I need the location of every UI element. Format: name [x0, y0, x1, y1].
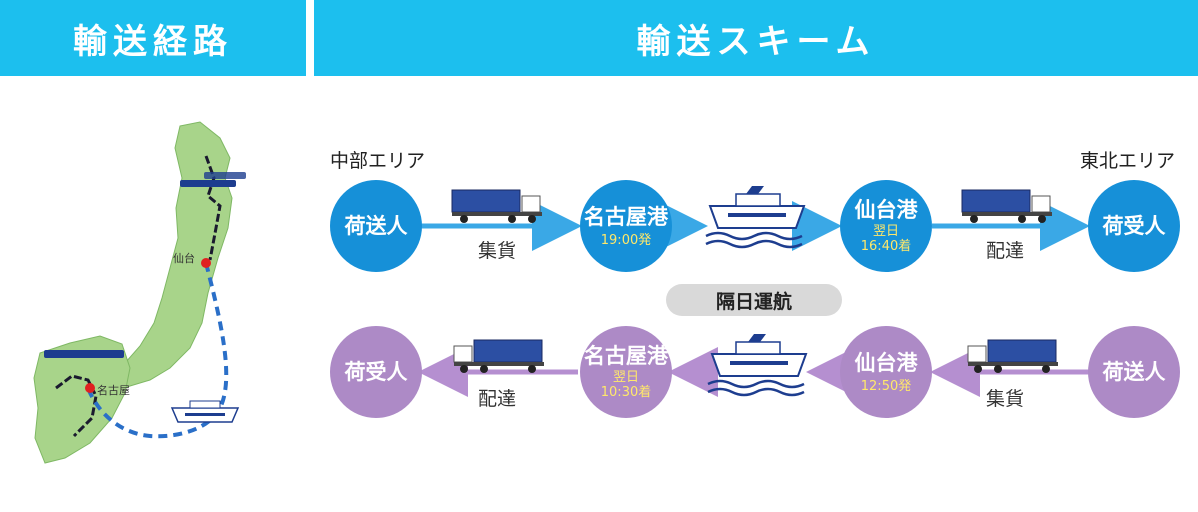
truck-icon — [451, 189, 542, 223]
bottom-collect-label: 集貨 — [986, 388, 1025, 410]
alternate-day-service-badge: 隔日運航 — [666, 284, 842, 316]
top-nagoya-port-node: 名古屋港 19:00発 — [580, 180, 672, 272]
bottom-receiver-node: 荷受人 — [330, 326, 422, 418]
ferry-icon — [705, 186, 806, 249]
scheme-title: 輸送スキーム — [636, 21, 876, 62]
bottom-shipper-node: 荷送人 — [1088, 326, 1180, 418]
bottom-deliver-label: 配達 — [478, 388, 517, 410]
top-collect-label: 集貨 — [478, 240, 517, 262]
tohoku-train-route — [204, 155, 222, 261]
top-receiver-label: 荷受人 — [1102, 214, 1166, 238]
route-title: 輸送経路 — [73, 21, 233, 62]
bottom-sendai-port-label: 仙台港 — [854, 350, 918, 375]
top-sendai-day: 翌日 — [872, 224, 899, 239]
bottom-shipper-label: 荷送人 — [1102, 360, 1166, 384]
top-sendai-time: 16:40着 — [860, 239, 912, 254]
bottom-receiver-label: 荷受人 — [344, 360, 408, 384]
top-sendai-port-node: 仙台港 翌日 16:40着 — [840, 180, 932, 272]
chubu-area-label: 中部エリア — [330, 150, 426, 172]
sendai-map-label: 仙台 — [173, 251, 195, 265]
bottom-sendai-port-node: 仙台港 12:50発 — [840, 326, 932, 418]
japan-route-map: 仙台 名古屋 — [33, 121, 246, 464]
nagoya-map-label: 名古屋 — [97, 383, 130, 397]
bottom-sendai-time: 12:50発 — [860, 378, 912, 394]
top-shipper-node: 荷送人 — [330, 180, 422, 272]
nagoya-port-marker — [85, 383, 95, 393]
top-deliver-label: 配達 — [986, 240, 1025, 262]
tohoku-area-label: 東北エリア — [1080, 150, 1176, 172]
train-icon — [180, 172, 246, 187]
top-receiver-node: 荷受人 — [1088, 180, 1180, 272]
top-sendai-port-label: 仙台港 — [854, 198, 918, 222]
route-header: 輸送経路 — [0, 0, 306, 76]
truck-icon — [967, 339, 1058, 373]
top-nagoya-time: 19:00発 — [600, 232, 652, 248]
top-shipper-label: 荷送人 — [344, 214, 408, 238]
ferry-sea-route — [86, 262, 229, 439]
scheme-header: 輸送スキーム — [314, 0, 1198, 76]
top-nagoya-port-label: 名古屋港 — [584, 204, 668, 229]
bottom-nagoya-day: 翌日 — [612, 370, 639, 385]
ferry-icon — [170, 400, 240, 423]
bottom-nagoya-time: 10:30着 — [600, 385, 652, 400]
bottom-nagoya-port-node: 名古屋港 翌日 10:30着 — [580, 326, 672, 418]
ferry-icon — [707, 334, 808, 397]
train-icon — [44, 350, 124, 358]
sendai-port-marker — [201, 258, 211, 268]
truck-icon — [961, 189, 1052, 223]
bottom-nagoya-port-label: 名古屋港 — [584, 344, 668, 368]
truck-icon — [453, 339, 544, 373]
